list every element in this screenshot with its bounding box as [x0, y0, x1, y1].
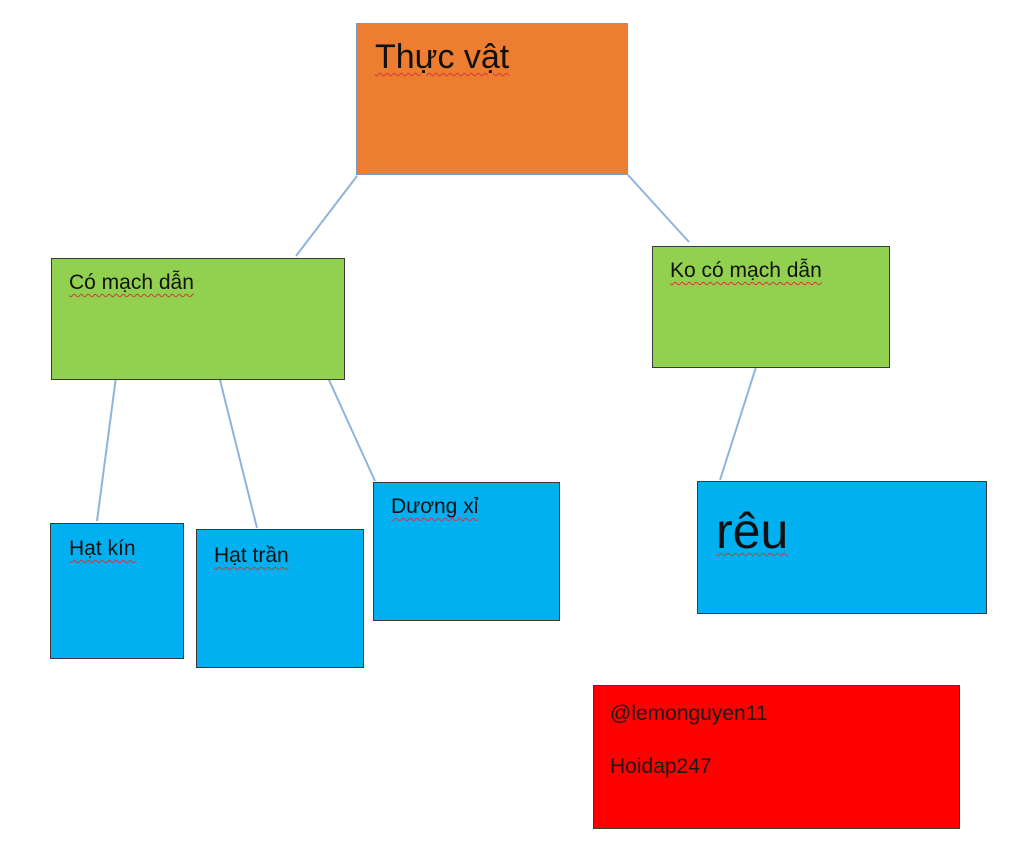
connector-root-to-vascular: [295, 175, 358, 257]
leaf-node-reu-label: rêu: [716, 503, 789, 559]
branch-node-vascular-label: Có mạch dẫn: [69, 271, 194, 294]
connector-root-to-nonvascular: [627, 174, 690, 243]
branch-node-vascular: Có mạch dẫn: [51, 258, 345, 380]
leaf-node-duong-xi-label: Dương xỉ: [391, 495, 479, 518]
root-node-box: Thực vật: [356, 23, 628, 175]
connector-vascular-to-hat-tran: [219, 379, 258, 529]
leaf-node-hat-kin-label: Hạt kín: [69, 537, 136, 560]
leaf-node-reu: rêu: [697, 481, 987, 614]
branch-node-nonvascular: Ko có mạch dẫn: [652, 246, 890, 368]
leaf-node-hat-tran: Hạt trần: [196, 529, 364, 668]
credit-box: @lemonguyen11 Hoidap247: [593, 685, 960, 829]
branch-node-nonvascular-label: Ko có mạch dẫn: [670, 259, 822, 282]
connector-vascular-to-hat-kin: [96, 376, 117, 522]
leaf-node-hat-kin: Hạt kín: [50, 523, 184, 659]
credit-site-name: Hoidap247: [610, 755, 712, 778]
root-node-label: Thực vật: [375, 38, 510, 76]
leaf-node-hat-tran-label: Hạt trần: [214, 544, 289, 567]
connector-vascular-to-duong-xi: [328, 379, 376, 482]
credit-username: @lemonguyen11: [610, 702, 768, 725]
connector-nonvascular-to-reu: [719, 366, 757, 481]
leaf-node-duong-xi: Dương xỉ: [373, 482, 560, 621]
